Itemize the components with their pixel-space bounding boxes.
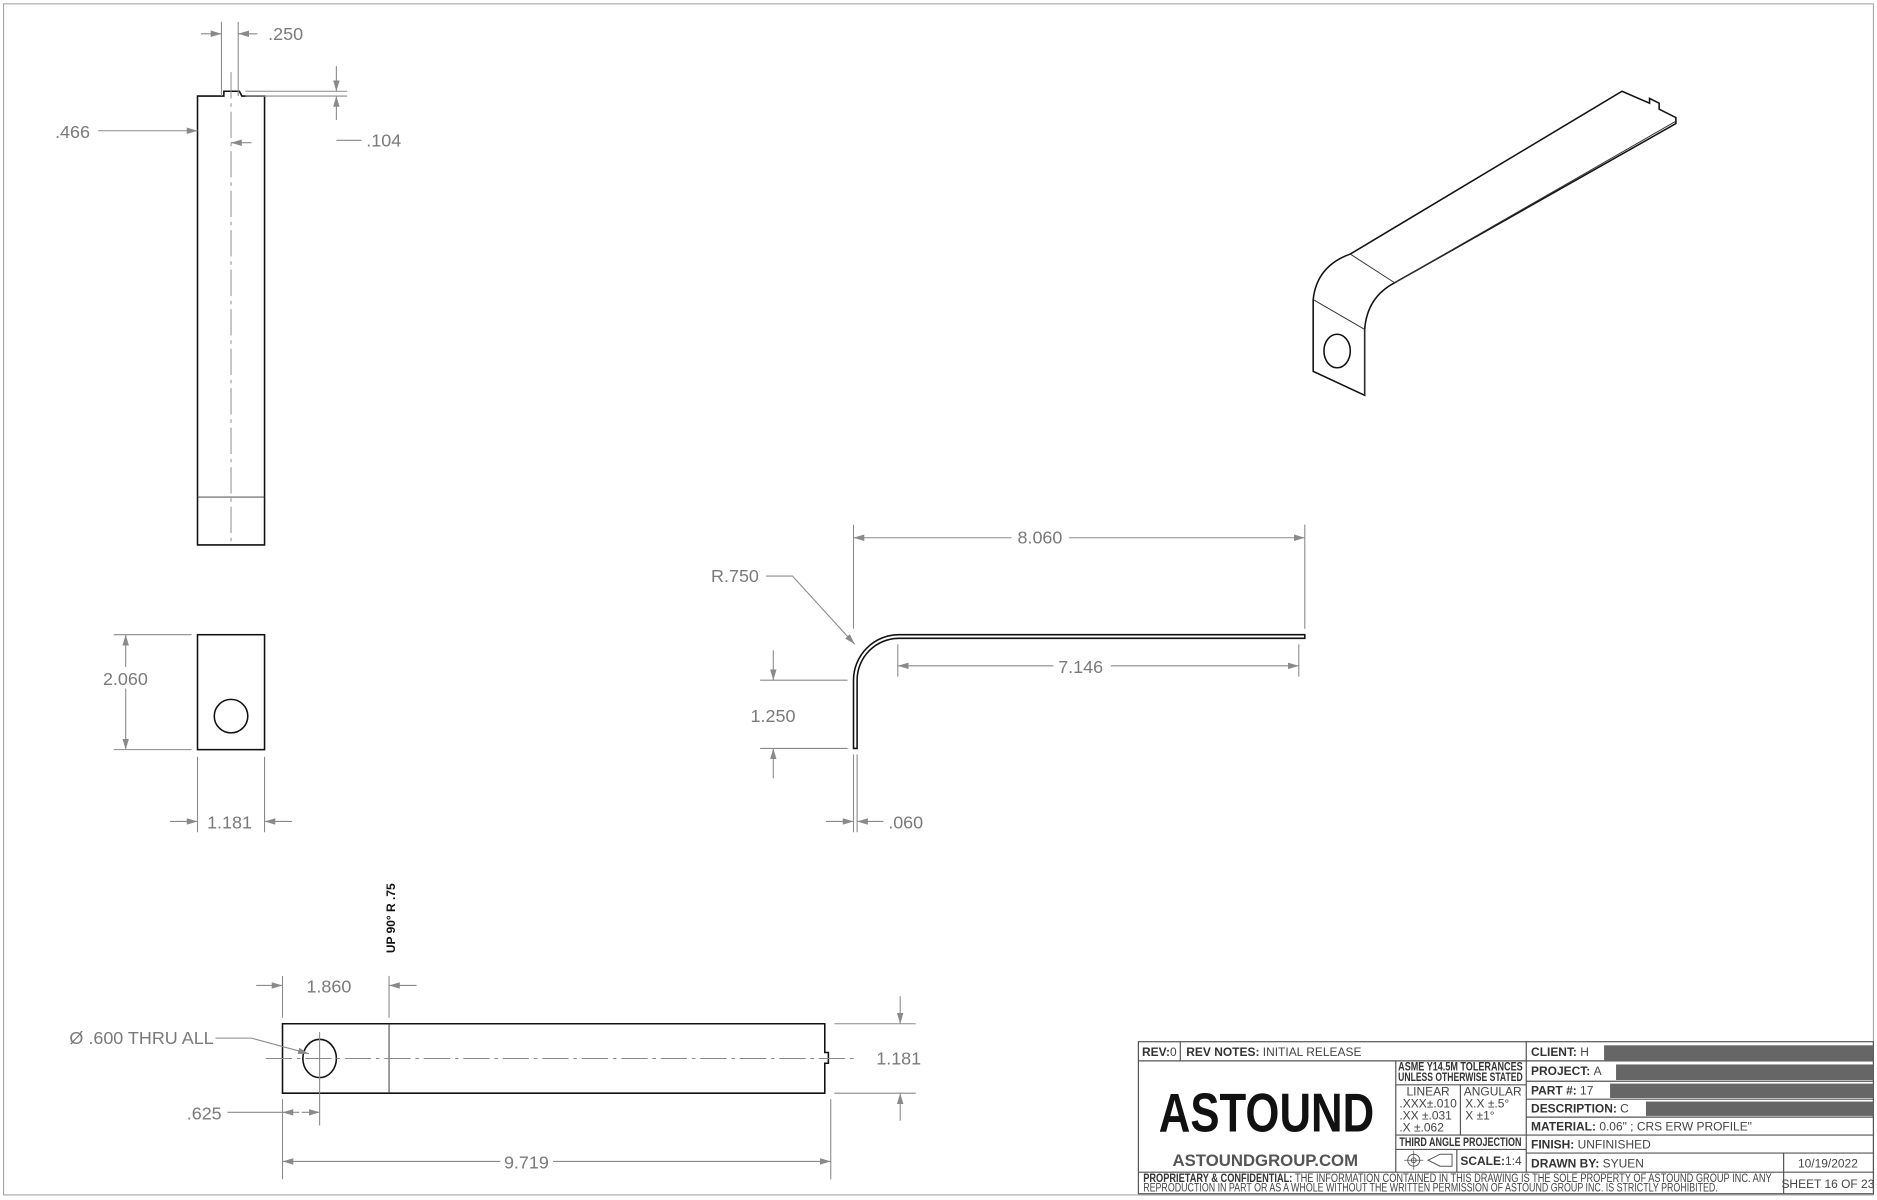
astound-logo: ASTOUND — [1159, 1081, 1374, 1143]
svg-text:CLIENT: H: CLIENT: H — [1531, 1045, 1589, 1059]
client-label: CLIENT: — [1531, 1045, 1577, 1059]
rev-value: 0 — [1170, 1045, 1177, 1059]
description-label: DESCRIPTION: — [1531, 1101, 1617, 1115]
sheet-number: SHEET 16 OF 23 — [1781, 1177, 1874, 1191]
client-value: H — [1580, 1045, 1589, 1059]
svg-text:DESCRIPTION: C: DESCRIPTION: C — [1531, 1101, 1629, 1115]
part-value: 17 — [1580, 1083, 1594, 1097]
linear-label: LINEAR — [1406, 1085, 1450, 1099]
dim-tab-offset: .466 — [55, 122, 90, 142]
redaction-bar — [1616, 1064, 1874, 1081]
isometric-view — [1312, 90, 1677, 397]
tolerance-title-1: ASME Y14.5M TOLERANCES — [1398, 1059, 1522, 1073]
dim-overall-length: 8.060 — [1018, 528, 1063, 548]
part-label: PART #: — [1531, 1083, 1577, 1097]
material-label: MATERIAL: — [1531, 1119, 1596, 1133]
proprietary-line-1: THE INFORMATION CONTAINED IN THIS DRAWIN… — [1295, 1171, 1772, 1185]
dim-thickness: .060 — [888, 813, 923, 833]
rev-label: REV: — [1142, 1045, 1170, 1059]
redaction-bar — [1604, 1045, 1874, 1061]
svg-text:MATERIAL: 0.06" ; CRS ERW PROF: MATERIAL: 0.06" ; CRS ERW PROFILE" — [1531, 1119, 1752, 1133]
dim-bend-location: 1.860 — [306, 977, 351, 997]
dim-flat-length: 7.146 — [1058, 657, 1103, 677]
project-value: A — [1594, 1064, 1602, 1078]
end-view: 2.060 1.181 — [101, 633, 293, 833]
website: ASTOUNDGROUP.COM — [1173, 1151, 1359, 1170]
svg-text:FINISH: UNFINISHED: FINISH: UNFINISHED — [1531, 1137, 1651, 1151]
description-value: C — [1620, 1101, 1629, 1115]
finish-label: FINISH: — [1531, 1137, 1574, 1151]
svg-text:REV:0: REV:0 — [1142, 1045, 1177, 1059]
dim-tab-height: .104 — [366, 130, 401, 150]
bend-note: UP 90° R .75 — [384, 883, 398, 953]
linear-tol-3: .X ±.062 — [1399, 1120, 1444, 1134]
redaction-bar — [1610, 1083, 1874, 1098]
angular-tol-2: X ±1° — [1465, 1109, 1495, 1123]
svg-text:PROJECT: A: PROJECT: A — [1531, 1064, 1602, 1078]
angular-tol-1: X.X ±.5° — [1465, 1097, 1509, 1111]
dim-hole-offset: .625 — [187, 1104, 222, 1124]
projection-label: THIRD ANGLE PROJECTION — [1399, 1135, 1521, 1149]
svg-text:SCALE:1:4: SCALE:1:4 — [1460, 1154, 1522, 1168]
redaction-bar — [1645, 1101, 1874, 1116]
linear-tol-1: .XXX±.010 — [1399, 1097, 1457, 1111]
drawn-by-label: DRAWN BY: — [1531, 1156, 1599, 1170]
svg-text:REV NOTES: INITIAL RELEASE: REV NOTES: INITIAL RELEASE — [1186, 1045, 1361, 1059]
dim-bend-radius: R.750 — [711, 566, 759, 586]
dim-tab-width: .250 — [268, 24, 303, 44]
tolerance-title-2: UNLESS OTHERWISE STATED — [1398, 1070, 1523, 1084]
project-label: PROJECT: — [1531, 1064, 1590, 1078]
dim-hole-callout: Ø .600 THRU ALL — [69, 1028, 213, 1048]
rev-notes-value: INITIAL RELEASE — [1263, 1045, 1362, 1059]
finish-value: UNFINISHED — [1578, 1137, 1652, 1151]
dim-flat-width: 1.181 — [876, 1048, 921, 1068]
material-value: 0.06" ; CRS ERW PROFILE" — [1599, 1119, 1752, 1133]
svg-text:PART #: 17: PART #: 17 — [1531, 1083, 1594, 1097]
angular-label: ANGULAR — [1464, 1085, 1522, 1099]
top-view: .250 .466 .104 — [55, 21, 401, 546]
proprietary-line-2: REPRODUCTION IN PART OR AS A WHOLE WITHO… — [1143, 1180, 1718, 1194]
side-view: 8.060 7.146 R.750 1.250 .060 — [711, 524, 1306, 833]
title-block: REV:0 REV NOTES: INITIAL RELEASE ASTOUND… — [1137, 1041, 1875, 1194]
rev-notes-label: REV NOTES: — [1186, 1045, 1259, 1059]
svg-text:DRAWN BY: SYUEN: DRAWN BY: SYUEN — [1531, 1156, 1644, 1170]
dim-flat-length: 9.719 — [504, 1153, 549, 1173]
third-angle-projection-icon — [1404, 1150, 1453, 1170]
dim-leg-height: 1.250 — [751, 706, 796, 726]
sheet-border — [3, 3, 1874, 1196]
drawing-date: 10/19/2022 — [1798, 1156, 1858, 1170]
drawn-by-value: SYUEN — [1603, 1156, 1644, 1170]
flat-pattern-view: UP 90° R .75 1.860 Ø .600 THRU ALL .625 … — [69, 883, 921, 1180]
proprietary-label: PROPRIETARY & CONFIDENTIAL: — [1143, 1171, 1292, 1185]
linear-tol-2: .XX ±.031 — [1399, 1109, 1452, 1123]
scale-label: SCALE: — [1460, 1154, 1505, 1168]
svg-text:PROPRIETARY & CONFIDENTIAL: TH: PROPRIETARY & CONFIDENTIAL: THE INFORMAT… — [1143, 1171, 1771, 1185]
scale-value: 1:4 — [1505, 1154, 1522, 1168]
dim-end-width: 1.181 — [207, 813, 252, 833]
dim-end-height: 2.060 — [103, 669, 148, 689]
